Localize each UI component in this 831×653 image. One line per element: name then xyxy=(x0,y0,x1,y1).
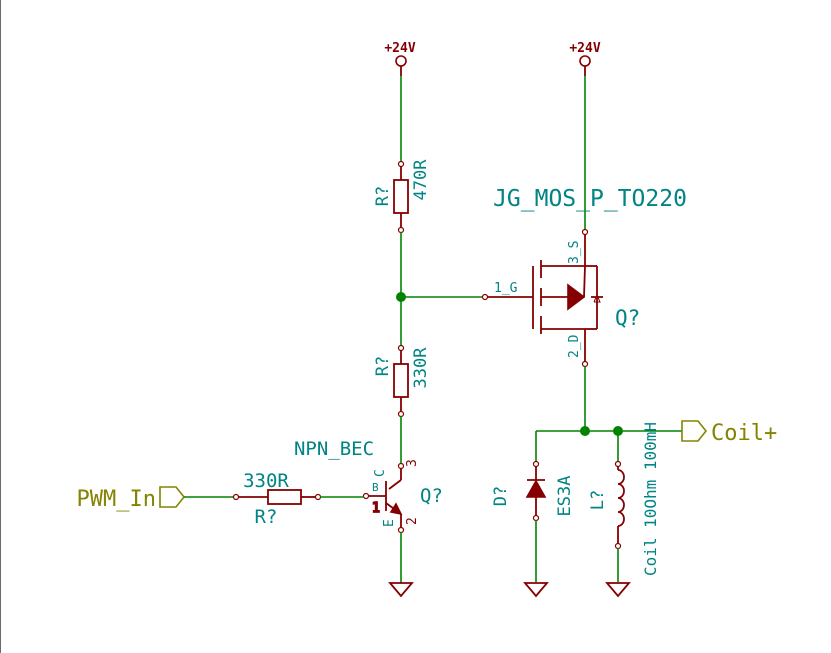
resistor-r-top-ref: R? xyxy=(373,186,393,206)
power-symbol-right: +24V xyxy=(569,41,601,76)
p-mosfet[interactable]: JG_MOS_P_TO220 Q? 1_G 3_S 2_D xyxy=(481,186,687,368)
junction-drain xyxy=(580,426,590,436)
npn-pin-1: 1 xyxy=(372,501,380,516)
resistor-r-top-value: 470R xyxy=(411,159,431,201)
inductor-ref: L? xyxy=(588,490,608,510)
ground-symbol-diode xyxy=(523,582,549,598)
npn-ref: Q? xyxy=(420,485,443,507)
mosfet-pin-gate: 1_G xyxy=(494,281,518,296)
npn-transistor[interactable]: NPN_BEC Q? B C E 1 2 3 xyxy=(294,438,443,534)
npn-value: NPN_BEC xyxy=(294,438,374,460)
mosfet-pin-source: 3_S xyxy=(567,241,582,264)
diode-es3a[interactable]: D? ES3A xyxy=(491,460,575,522)
coil-plus-label[interactable]: Coil+ xyxy=(681,420,777,446)
inductor-value: Coil 10Ohm 100mH xyxy=(641,422,660,576)
ground-symbol-npn xyxy=(388,582,414,598)
diode-ref: D? xyxy=(491,486,511,506)
npn-pin-b: B xyxy=(372,481,379,494)
power-label-left: +24V xyxy=(384,41,415,56)
power-symbol-left: +24V xyxy=(384,41,416,76)
ground-symbol-inductor xyxy=(605,582,631,598)
diode-value: ES3A xyxy=(555,476,575,517)
resistor-r-top[interactable]: R? 470R xyxy=(373,159,431,234)
resistor-r-mid[interactable]: R? 330R xyxy=(373,344,431,418)
mosfet-pin-drain: 2_D xyxy=(567,334,582,358)
resistor-r-base-ref: R? xyxy=(255,506,278,528)
mosfet-value: JG_MOS_P_TO220 xyxy=(493,186,687,212)
inductor-coil[interactable]: L? Coil 10Ohm 100mH xyxy=(588,422,660,576)
resistor-r-mid-value: 330R xyxy=(411,347,431,389)
npn-pin-e: E xyxy=(382,519,397,527)
npn-pin-c: C xyxy=(373,469,388,477)
resistor-r-base-value: 330R xyxy=(243,470,289,492)
power-label-right: +24V xyxy=(569,41,600,56)
coil-plus-text: Coil+ xyxy=(711,421,777,446)
resistor-r-mid-ref: R? xyxy=(373,356,393,376)
npn-pin-2: 2 xyxy=(405,517,420,525)
npn-pin-3: 3 xyxy=(405,459,420,467)
resistor-r-base[interactable]: 330R R? xyxy=(232,470,322,528)
mosfet-ref: Q? xyxy=(615,306,640,330)
sheet-border xyxy=(0,0,1,653)
pwm-in-text: PWM_In xyxy=(77,487,156,512)
pwm-in-label[interactable]: PWM_In xyxy=(77,486,186,512)
